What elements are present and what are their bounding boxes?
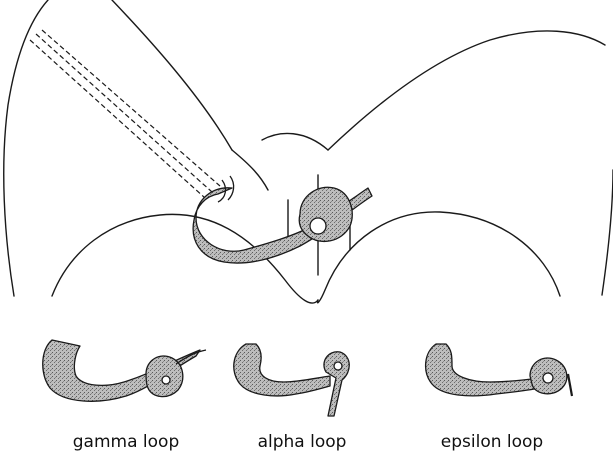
colon-sigmoid-coil bbox=[299, 187, 352, 241]
alpha-loop-label: alpha loop bbox=[258, 432, 347, 452]
left-thigh-outer bbox=[4, 0, 48, 296]
abdomen-contour bbox=[232, 150, 268, 190]
colonoscope-path bbox=[30, 30, 220, 198]
epsilon-loop-label: epsilon loop bbox=[441, 432, 543, 452]
right-thigh-inner bbox=[328, 31, 605, 150]
colon-lumen bbox=[310, 218, 326, 234]
right-thigh-outer bbox=[602, 170, 613, 295]
right-buttock bbox=[317, 212, 560, 303]
epsilon-loop-illustration bbox=[426, 344, 572, 396]
left-thigh-inner bbox=[112, 0, 232, 150]
colon-in-body bbox=[193, 176, 372, 263]
gamma-loop-illustration bbox=[43, 340, 206, 401]
alpha-loop-illustration bbox=[234, 344, 350, 416]
gamma-loop-label: gamma loop bbox=[73, 432, 179, 452]
left-buttock bbox=[52, 214, 318, 303]
patient-body-outline bbox=[4, 0, 613, 303]
